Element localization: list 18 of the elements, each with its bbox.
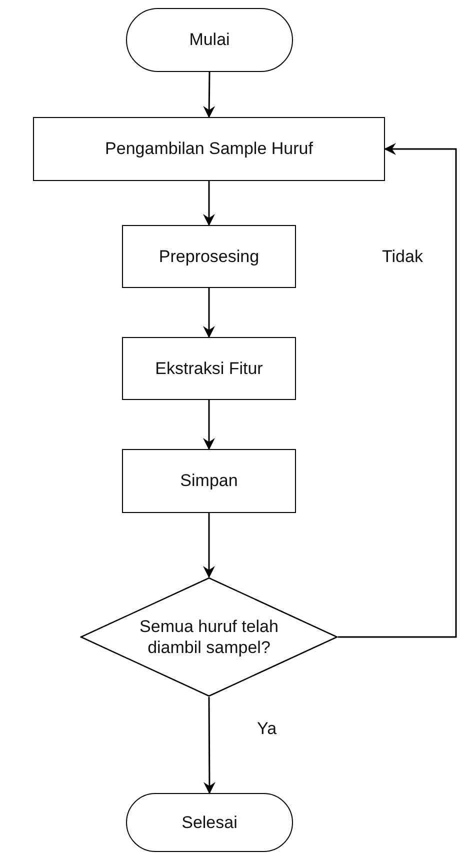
arrow bbox=[203, 288, 215, 338]
process-box bbox=[33, 117, 385, 181]
decision-text: Semua huruf telah diambil sampel? bbox=[138, 616, 280, 658]
arrow bbox=[203, 513, 215, 578]
process-box bbox=[122, 337, 296, 400]
node-text: Simpan bbox=[180, 470, 238, 492]
node-text: Mulai bbox=[189, 29, 230, 52]
arrow bbox=[203, 72, 216, 118]
node-text: Ekstraksi Fitur bbox=[155, 358, 263, 380]
process-box bbox=[122, 449, 296, 513]
arrow bbox=[338, 143, 457, 638]
arrow bbox=[203, 181, 215, 226]
node-text: Selesai bbox=[182, 812, 238, 834]
node-text: Preprosesing bbox=[158, 246, 260, 268]
arrow bbox=[203, 697, 216, 794]
node-text: Pengambilan Sample Huruf bbox=[105, 138, 313, 160]
arrow bbox=[203, 400, 215, 450]
process-box bbox=[122, 225, 296, 288]
